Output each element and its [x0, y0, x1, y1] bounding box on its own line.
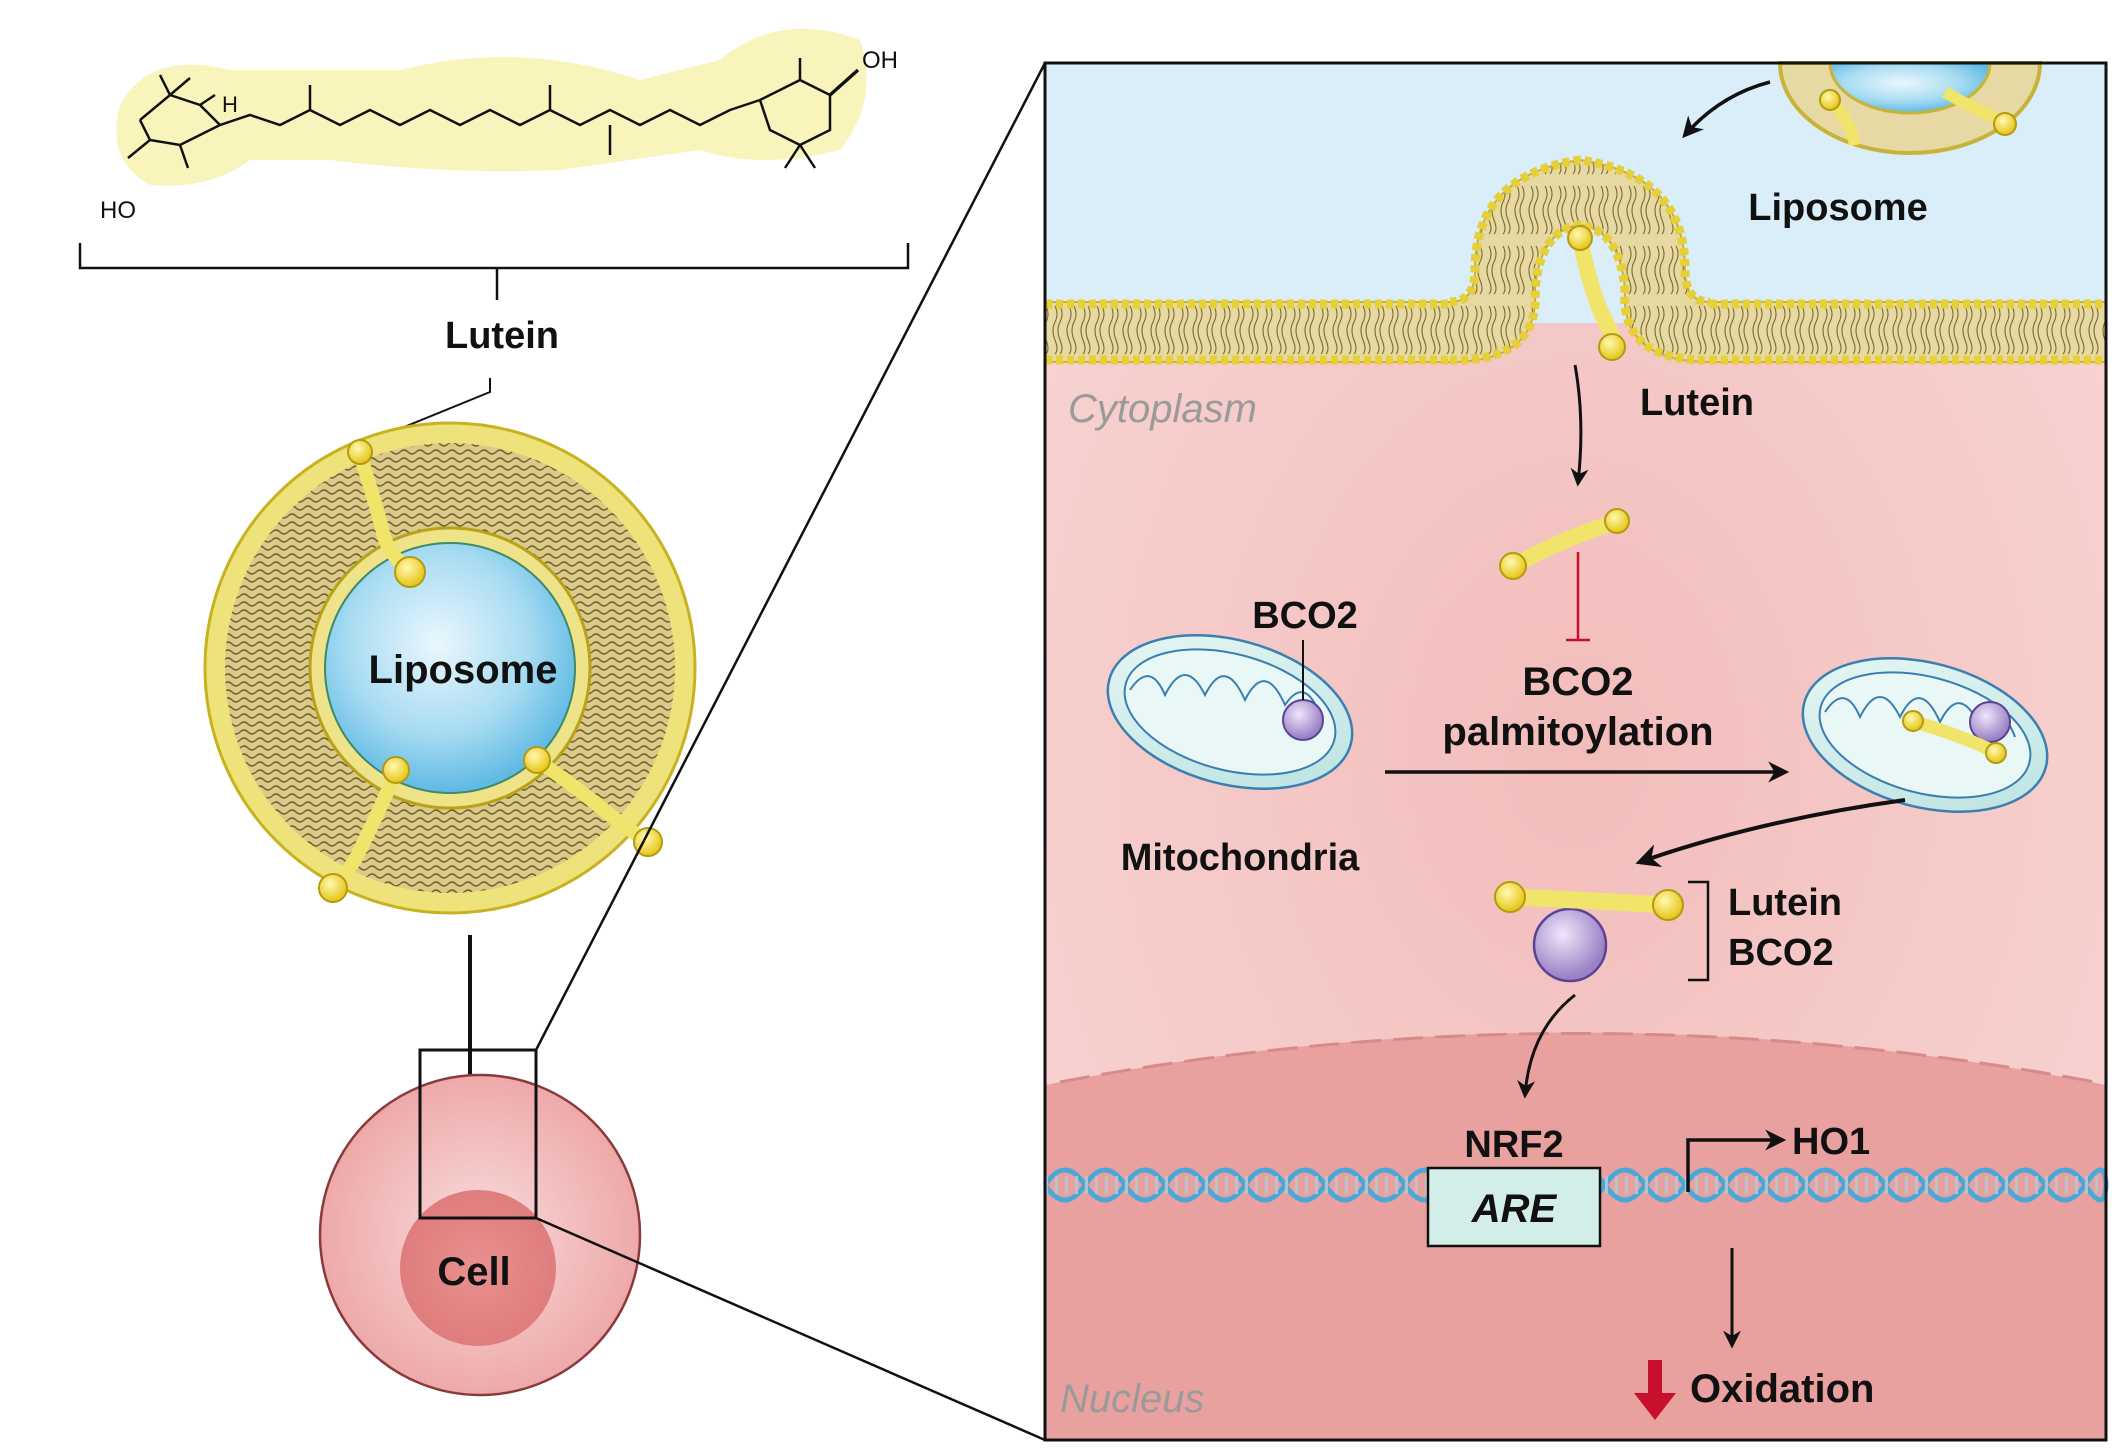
arrow-transcription-ho1 — [1686, 1129, 1787, 1192]
complex-bracket — [1688, 880, 1710, 982]
lutein-molecule-free — [1499, 508, 1630, 580]
cell-label: Cell — [437, 1250, 510, 1294]
liposome-lutein-2 — [318, 756, 410, 903]
mitochondria-label: Mitochondria — [1121, 837, 1360, 879]
liposome-lutein-3 — [523, 746, 663, 857]
lutein-molecule: OH HO H — [100, 28, 898, 224]
arrow-mito-to-complex — [1635, 798, 1906, 867]
liposome-label-left: Liposome — [369, 648, 558, 692]
zoom-panel: Liposome Cytoplasm Lutein BCO2 palmitoyl… — [1042, 61, 2109, 1442]
palmitoylation-line2: palmitoylation — [1442, 710, 1713, 754]
zoom-box — [418, 1048, 538, 1220]
arrow-lutein-down — [1570, 364, 1589, 487]
zoom-line-top — [534, 62, 1047, 1051]
complex-label-line2: BCO2 — [1728, 932, 1834, 974]
nrf2-label: NRF2 — [1464, 1124, 1563, 1166]
nucleus-label: Nucleus — [1060, 1377, 1205, 1421]
molecule-oh-top-text: OH — [862, 47, 898, 74]
palmitoylation-line1: BCO2 — [1522, 660, 1633, 704]
oxidation-label: Oxidation — [1690, 1367, 1874, 1411]
are-label: ARE — [1471, 1187, 1558, 1231]
liposome-left: Liposome — [203, 421, 697, 915]
lutein-molecule-entering — [1567, 225, 1626, 361]
zoom-line-bottom — [535, 1216, 1046, 1442]
plasma-membrane — [1044, 155, 2107, 365]
cytoplasm-label: Cytoplasm — [1068, 387, 1257, 431]
arrow-liposome-to-membrane — [1682, 80, 1771, 139]
molecule-h-text: H — [222, 92, 238, 117]
bco2-label: BCO2 — [1252, 595, 1358, 637]
decrease-arrow-icon — [1634, 1360, 1676, 1420]
lutein-bco2-complex — [1494, 881, 1684, 983]
ho1-label: HO1 — [1792, 1121, 1870, 1163]
inhibition-bar — [1566, 552, 1590, 642]
liposome-panel: Liposome — [1748, 61, 2043, 229]
mitochondrion-left — [1106, 634, 1354, 790]
complex-label-line1: Lutein — [1728, 882, 1842, 924]
liposome-lutein-1 — [347, 439, 426, 588]
are-box — [1426, 1166, 1602, 1248]
lutein-label-left: Lutein — [445, 315, 559, 357]
lutein-label-panel: Lutein — [1640, 382, 1754, 424]
liposome-label-panel: Liposome — [1748, 187, 1927, 229]
lutein-bracket — [78, 243, 910, 300]
mitochondrion-right — [1801, 657, 2049, 813]
molecule-oh-bottom-text: HO — [100, 197, 136, 224]
arrow-complex-to-nrf2 — [1517, 993, 1576, 1099]
cell: Cell — [318, 1073, 642, 1397]
